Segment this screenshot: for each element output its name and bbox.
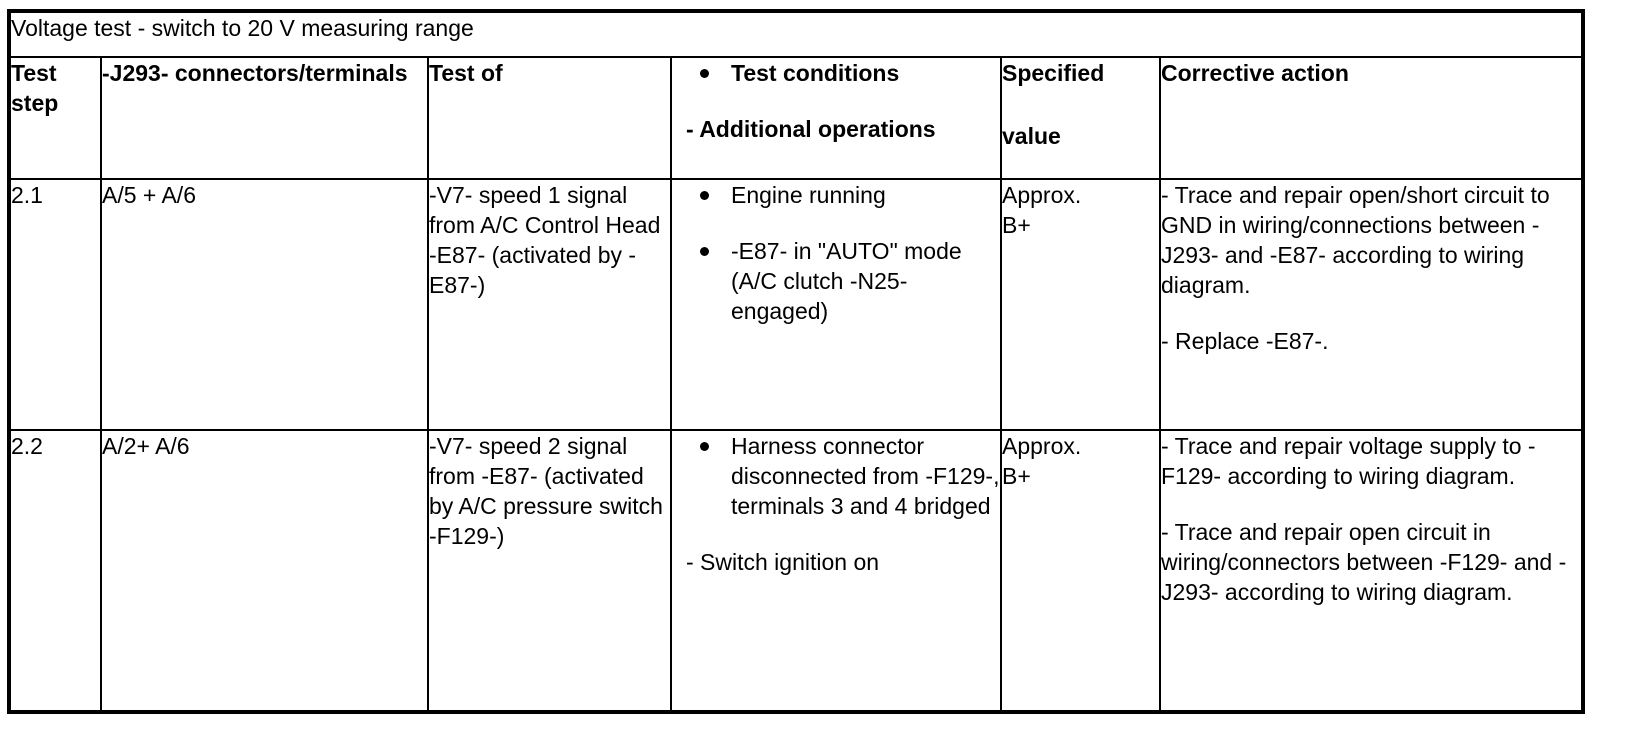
header-connectors-terminals: -J293- connectors/terminals [100,56,429,180]
test-of-cell: -V7- speed 2 signal from -E87- (activate… [427,429,672,713]
corrective-action-cell: - Trace and repair open/short circuit to… [1158,178,1585,431]
bullet-icon [700,442,709,451]
test-conditions-cell: Engine running -E87- in "AUTO" mode (A/C… [670,178,1002,431]
terminals-cell: A/2+ A/6 [100,429,429,713]
condition-item: Harness connector disconnected from -F12… [673,432,1000,521]
bullet-icon [700,247,709,256]
specified-value-cell: Approx. B+ [1000,178,1161,431]
corrective-action-text: - Trace and repair open/short circuit to… [1161,182,1550,298]
bullet-icon [700,191,709,200]
test-conditions-cell: Harness connector disconnected from -F12… [670,429,1002,713]
test-step-cell: 2.1 [8,178,102,431]
specified-value-line2: B+ [1002,212,1031,238]
specified-value-cell: Approx. B+ [1000,429,1161,713]
test-step-cell: 2.2 [8,429,102,713]
header-test-step: Test step [8,56,102,180]
header-specified-value-line1: Specified [1002,60,1105,86]
header-test-conditions-item: Test conditions [673,59,999,88]
header-test-conditions-cell: Test conditions - Additional operations [670,56,1002,180]
bullet-icon [700,69,709,78]
corrective-action-cell: - Trace and repair voltage supply to -F1… [1158,429,1585,713]
condition-dash-text: - Switch ignition on [686,549,880,575]
table-title: Voltage test - switch to 20 V measuring … [7,10,1585,58]
condition-text: Engine running [731,182,886,208]
condition-item: Engine running [673,181,999,210]
header-specified-value-cell: Specified value [1000,56,1161,180]
test-step-row-2-2: 2.2 A/2+ A/6 -V7- speed 2 signal from -E… [8,429,1585,713]
specified-value-line2: B+ [1002,463,1031,489]
condition-item: -E87- in "AUTO" mode (A/C clutch -N25- e… [673,236,999,326]
header-specified-value-line2: value [1002,123,1061,149]
corrective-action-text: - Trace and repair voltage supply to -F1… [1161,433,1536,489]
header-corrective-action: Corrective action [1158,56,1585,180]
corrective-action-text: - Replace -E87-. [1161,328,1329,354]
test-of-cell: -V7- speed 1 signal from A/C Control Hea… [427,178,672,431]
voltage-test-table: Voltage test - switch to 20 V measuring … [7,9,1586,714]
header-row: Test step -J293- connectors/terminals Te… [8,56,1585,180]
header-test-conditions-label: Test conditions [731,60,900,86]
header-additional-operations-label: - Additional operations [686,116,936,142]
condition-text: -E87- in "AUTO" mode (A/C clutch -N25- e… [731,238,962,324]
corrective-action-text: - Trace and repair open circuit in wirin… [1161,519,1567,605]
header-test-of: Test of [427,56,672,180]
condition-text: Harness connector disconnected from -F12… [731,433,1000,519]
specified-value-line1: Approx. [1002,433,1082,459]
terminals-cell: A/5 + A/6 [100,178,429,431]
test-step-row-2-1: 2.1 A/5 + A/6 -V7- speed 1 signal from A… [8,178,1585,431]
specified-value-line1: Approx. [1002,182,1082,208]
title-row: Voltage test - switch to 20 V measuring … [7,10,1585,58]
